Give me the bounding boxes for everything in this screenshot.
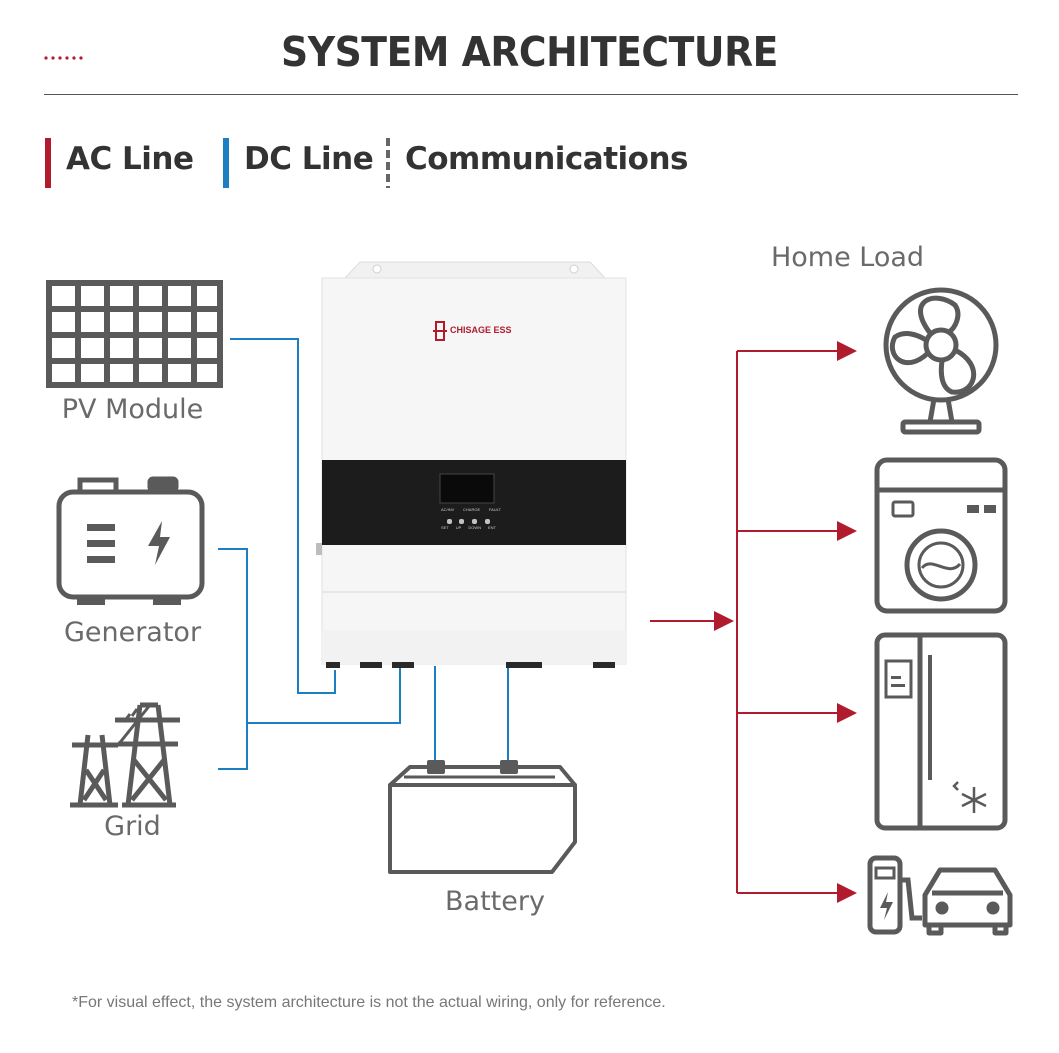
ev-charger-icon	[867, 855, 922, 935]
inverter-indicators: AC/INV CHARGE FAULT	[441, 507, 501, 512]
washing-machine-icon	[874, 457, 1008, 614]
inverter-up-button: UP	[455, 525, 462, 530]
indicator-fault: FAULT	[488, 507, 501, 512]
fan-icon	[883, 287, 999, 435]
indicator-charge: CHARGE	[463, 507, 481, 512]
battery-label: Battery	[445, 886, 545, 917]
solar-panel-icon	[46, 280, 223, 388]
page-title: SYSTEM ARCHITECTURE	[281, 28, 778, 76]
power-tower-icon	[70, 702, 180, 808]
dc-lines	[218, 338, 509, 770]
car-icon	[922, 867, 1013, 936]
ac-lines	[650, 341, 857, 903]
home-load-label: Home Load	[770, 242, 925, 273]
legend-comm-swatch	[386, 138, 390, 188]
pv-module-label: PV Module	[61, 394, 204, 425]
inverter-brand: CHISAGE ESS	[450, 325, 512, 335]
battery-icon	[388, 760, 577, 874]
legend-dc-label: DC Line	[244, 141, 374, 177]
decorative-dots	[44, 56, 83, 60]
legend-dc-swatch	[223, 138, 229, 188]
inverter-set-button: SET	[441, 525, 449, 530]
legend-ac-label: AC Line	[66, 141, 194, 177]
inverter-ent-button: ENT	[487, 525, 496, 530]
inverter-buttons: SET UP DOWN ENT	[441, 525, 496, 530]
legend-comm-label: Communications	[405, 141, 688, 177]
generator-icon	[56, 476, 205, 605]
refrigerator-icon	[874, 632, 1008, 831]
inverter-down-button: DOWN	[468, 525, 481, 530]
title-divider	[44, 94, 1018, 95]
footnote: *For visual effect, the system architect…	[72, 994, 666, 1011]
legend-ac-swatch	[45, 138, 51, 188]
indicator-ac-inv: AC/INV	[441, 507, 455, 512]
grid-label: Grid	[104, 811, 161, 842]
inverter-unit	[316, 261, 627, 668]
generator-label: Generator	[63, 617, 202, 648]
snowflake-icon	[952, 781, 987, 813]
brand-logo-icon	[433, 321, 447, 341]
